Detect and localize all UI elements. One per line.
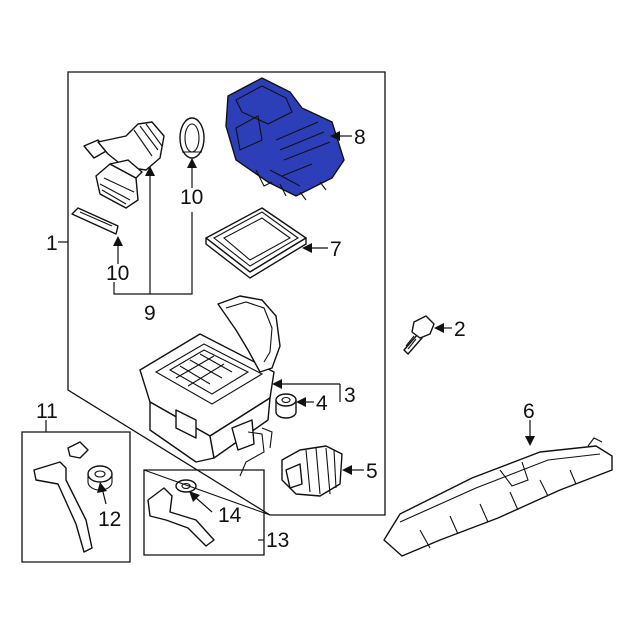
mounting-bracket-part-11[interactable] [33, 441, 93, 553]
callout-8: 8 [354, 126, 366, 149]
inlet-duct-part-5[interactable] [281, 445, 343, 497]
callout-11: 11 [36, 400, 58, 423]
callout-10-upper: 10 [180, 186, 203, 209]
grommet-part-12[interactable] [87, 465, 113, 491]
callout-labels: 1 2 3 4 5 6 7 8 9 10 10 11 12 13 14 [36, 126, 535, 552]
callout-12: 12 [98, 508, 121, 531]
callout-9: 9 [144, 302, 156, 325]
callout-14: 14 [218, 504, 242, 527]
callout-3: 3 [344, 384, 356, 407]
cover-clips [255, 169, 327, 201]
callout-2: 2 [454, 318, 466, 341]
deflector-shield-part-6[interactable] [383, 437, 613, 557]
callout-10-lower: 10 [106, 262, 129, 285]
leader-lines [45, 131, 535, 541]
support-assembly-frame [143, 469, 265, 556]
callout-6: 6 [523, 400, 535, 423]
grommet-part-4[interactable] [275, 393, 297, 419]
callout-5: 5 [366, 460, 378, 483]
hose-clamp-part-10-lower[interactable] [71, 207, 119, 235]
support-bracket-part-13[interactable] [147, 487, 215, 547]
callout-4: 4 [316, 392, 328, 415]
intake-tube-part-9[interactable] [83, 121, 165, 209]
bolt-part-2[interactable] [403, 315, 435, 355]
bracket-assembly-frame [21, 431, 131, 563]
cover-inlet-duct [235, 115, 263, 151]
cover-ribs [269, 121, 331, 187]
air-cleaner-case-part-3[interactable] [139, 295, 281, 477]
callout-1: 1 [46, 232, 58, 255]
cover-top-rim [235, 85, 293, 125]
grommet-part-14[interactable] [175, 479, 197, 493]
callout-7: 7 [330, 238, 342, 261]
air-cleaner-cover-part-8[interactable] [225, 77, 345, 201]
air-filter-element-part-7[interactable] [205, 207, 307, 279]
air-cleaner-assembly-frame [67, 71, 386, 516]
hose-clamp-part-10-upper[interactable] [179, 117, 205, 159]
cover-body [225, 77, 345, 197]
callout-13: 13 [266, 529, 289, 552]
